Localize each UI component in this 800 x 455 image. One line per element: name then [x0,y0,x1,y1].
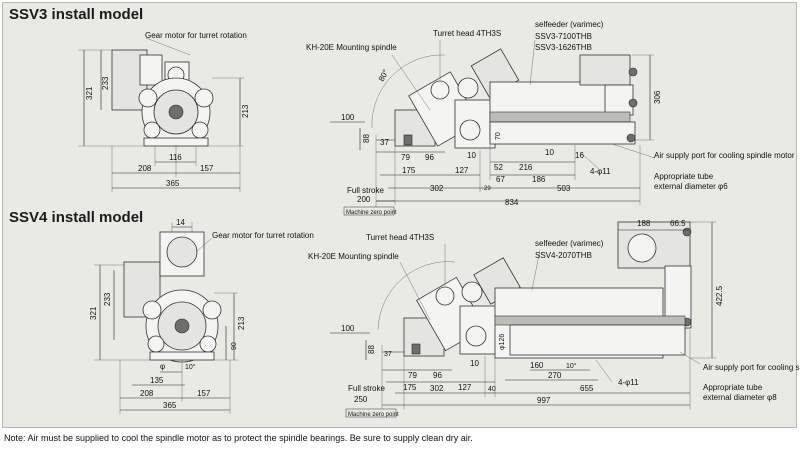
ssv4-dim-175: 175 [403,383,417,392]
ssv3-dim-70: 70 [495,132,502,140]
ssv4-phi-126: φ126 [499,334,506,350]
ssv4-dim-127: 127 [458,383,472,392]
ssv3-dim-200: 200 [357,195,371,204]
ssv3-mounting-spindle-label: KH-20E Mounting spindle [306,43,397,52]
ssv4-tolerance-2: 10° [566,362,577,370]
ssv3-dim-157: 157 [200,164,214,173]
ssv4-dim-160: 160 [530,361,544,370]
ssv3-selffeeder-label: selfeeder (varimec) [535,20,604,29]
air-supply-note: Note: Air must be supplied to cool the s… [4,433,473,443]
ssv3-front-view [111,49,214,147]
ssv3-dim-10b: 10 [545,148,554,157]
ssv4-title: SSV4 install model [9,209,144,226]
ssv4-dim-10: 10 [470,359,479,368]
ssv4-turret-head-label: Turret head 4TH3S [366,233,434,242]
ssv3-side-dims [330,39,656,215]
ssv4-tolerance: 10° [185,363,196,371]
ssv3-dim-88: 88 [362,134,371,143]
ssv3-dim-96: 96 [425,153,434,162]
ssv3-model-a: SSV3-7100THB [535,32,592,41]
ssv4-model-a: SSV4-2070THB [535,251,592,260]
ssv3-dim-306: 306 [653,90,662,104]
ssv4-dim-188: 188 [637,219,651,228]
ssv4-machine-zero-box [345,408,397,418]
ssv4-machine-zero-label: Machine zero point [348,412,399,418]
ssv3-dim-16: 16 [575,151,584,160]
ssv4-air-supply-label: Air supply port for cooling spindle moto… [703,363,800,372]
ssv3-model-b: SSV3-1626THB [535,43,592,52]
ssv4-full-stroke-label: Full stroke [348,384,385,393]
ssv4-dim-96: 96 [433,371,442,380]
ssv3-dim-79: 79 [401,153,410,162]
ssv3-dim-37: 37 [380,138,389,147]
ssv4-dim-321: 321 [89,306,98,320]
ssv3-angle: 80° [377,68,391,83]
ssv3-dim-213: 213 [241,104,250,118]
ssv3-dim-321: 321 [85,86,94,100]
ssv3-holes: 4-φ11 [590,167,611,176]
ssv3-dim-834: 834 [505,198,519,207]
ssv4-dim-135: 135 [150,376,164,385]
ssv4-front-view [123,231,222,363]
ssv3-dim-127: 127 [455,166,469,175]
ssv4-front-dims [94,222,238,414]
ssv3-dim-116: 116 [169,153,182,162]
ssv3-gear-motor-label: Gear motor for turret rotation [145,31,247,40]
ssv3-dim-503: 503 [557,184,571,193]
ssv3-air-supply-label: Air supply port for cooling spindle moto… [654,151,795,160]
ssv4-dim-14: 14 [176,218,185,227]
ssv4-dim-37: 37 [384,351,392,358]
ssv4-dim-88: 88 [367,345,376,354]
ssv4-tube-label: Appropriate tube [703,383,763,392]
ssv4-selffeeder-label: selfeeder (varimec) [535,239,604,248]
ssv4-dim-79: 79 [408,371,417,380]
ssv4-dim-365: 365 [163,401,177,410]
ssv4-dim-66-5: 66.5 [670,219,686,228]
ssv3-dim-10a: 10 [467,151,476,160]
ssv3-dim-186: 186 [532,175,546,184]
ssv4-holes: 4-φ11 [618,378,639,387]
ssv3-dim-208: 208 [138,164,152,173]
ssv3-turret-head-label: Turret head 4TH3S [433,29,501,38]
ssv4-dim-40: 40 [488,386,496,393]
ssv3-dim-100: 100 [341,113,355,122]
ssv3-tube-diameter: external diameter φ6 [654,182,728,191]
ssv3-dim-52: 52 [494,163,503,172]
ssv3-side-view [371,48,638,149]
ssv4-dim-655: 655 [580,384,594,393]
ssv4-dim-250: 250 [354,395,368,404]
ssv4-side-view [377,221,692,359]
ssv4-gear-motor-label: Gear motor for turret rotation [212,231,314,240]
ssv3-machine-zero-label: Machine zero point [346,210,397,216]
ssv3-dim-67: 67 [496,175,505,184]
ssv4-mounting-spindle-label: KH-20E Mounting spindle [308,252,399,261]
ssv3-title: SSV3 install model [9,6,144,23]
ssv3-tube-label: Appropriate tube [654,172,714,181]
ssv3-dim-302: 302 [430,184,444,193]
ssv3-machine-zero-box [343,206,395,216]
ssv4-phi-a: φ [160,362,165,371]
ssv4-side-dims [330,221,716,418]
ssv4-dim-270: 270 [548,371,562,380]
ssv3-dim-365: 365 [166,179,180,188]
ssv3-dim-29: 29 [484,186,491,192]
ssv3-dim-233: 233 [101,76,110,90]
ssv3-front-dims [78,37,244,192]
ssv3-full-stroke-label: Full stroke [347,186,384,195]
ssv4-dim-100: 100 [341,324,355,333]
ssv4-tube-diameter: external diameter φ8 [703,393,777,402]
ssv4-dim-233: 233 [103,292,112,306]
ssv4-dim-302: 302 [430,384,444,393]
ssv4-dim-422-5: 422.5 [715,285,724,306]
ssv3-dim-175: 175 [402,166,416,175]
ssv4-dim-208: 208 [140,389,154,398]
ssv4-dim-213: 213 [237,316,246,330]
ssv4-dim-997: 997 [537,396,551,405]
ssv4-dim-90: 90 [231,342,238,350]
ssv4-dim-157: 157 [197,389,211,398]
ssv3-dim-216: 216 [519,163,533,172]
